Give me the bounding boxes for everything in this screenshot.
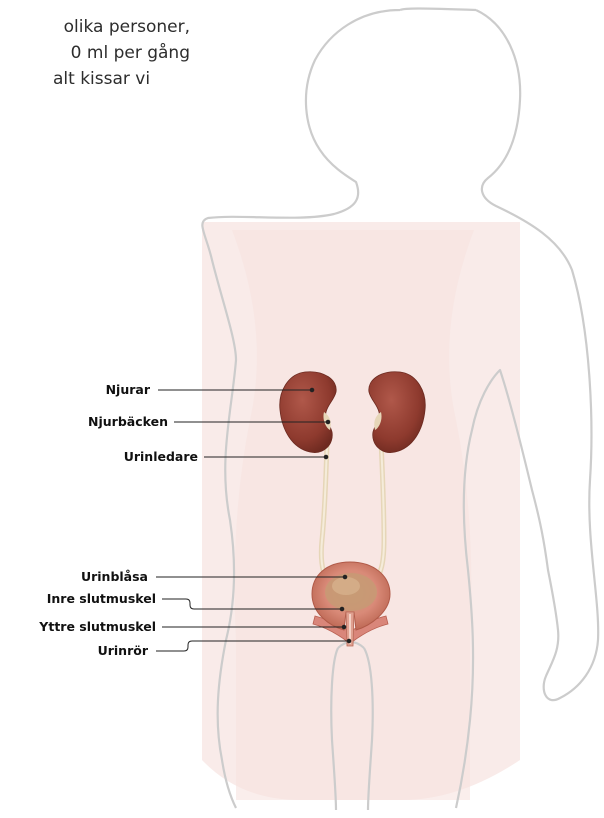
leader-dot-urinledare (324, 455, 328, 459)
leader-dot-njurbacken (326, 420, 330, 424)
torso-inner-shadow (232, 230, 474, 800)
leader-dot-inre (340, 607, 344, 611)
label-inre-slutmuskel: Inre slutmuskel (47, 592, 156, 606)
label-urinblasa: Urinblåsa (81, 570, 148, 584)
label-urinledare: Urinledare (124, 450, 198, 464)
leader-dot-njurar (310, 388, 314, 392)
label-urinror: Urinrör (98, 644, 148, 658)
label-njurar: Njurar (106, 383, 150, 397)
leader-dot-yttre (342, 625, 346, 629)
leader-dot-urinblasa (343, 575, 347, 579)
leader-dot-urinror (347, 639, 351, 643)
bladder-interior-highlight (332, 577, 360, 595)
label-yttre-slutmuskel: Yttre slutmuskel (39, 620, 156, 634)
label-njurbacken: Njurbäcken (88, 415, 168, 429)
